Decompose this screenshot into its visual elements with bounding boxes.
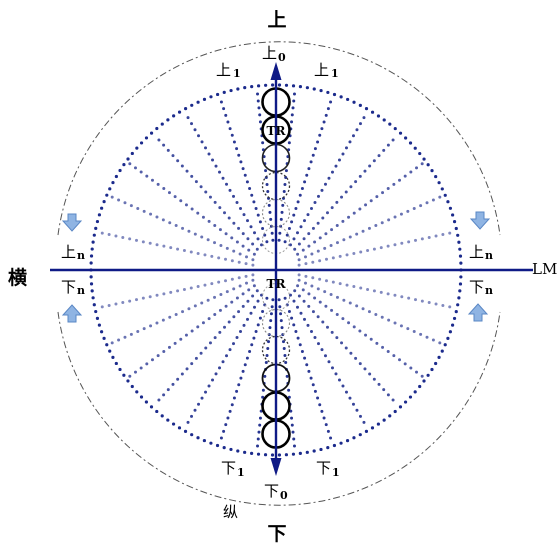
radial-spoke [283,296,334,444]
axes [50,62,533,476]
label-left: 横 [8,266,28,289]
radial-spoke [153,289,259,406]
radial-spoke [296,162,424,256]
radial-spoke [293,289,399,406]
radial-spoke [184,111,263,247]
radial-spokes [97,88,455,452]
radial-spoke [297,230,455,267]
label-right: LM [532,260,557,278]
radial-spoke [297,278,443,346]
label-bottom-left-one: 下1 [221,459,245,479]
tr-label-top: TR [267,124,287,138]
radial-spoke [109,278,255,346]
radial-spoke [297,194,443,262]
outer-arc-lower [57,311,501,506]
label-vertical-axis: 纵 [223,503,238,521]
radial-spoke [128,284,256,378]
label-bottom-zero: 下0 [264,482,288,502]
label-top: 上 [267,9,286,31]
label-bottom-right-one: 下1 [316,459,340,479]
radial-spoke [97,273,255,310]
radial-spoke [128,162,256,256]
radial-spoke [184,293,263,429]
label-right-upper-n: 上n [469,243,493,262]
axis-arrow-down-icon [270,458,282,476]
label-left-lower-n: 下n [61,278,85,297]
radial-spoke [218,96,269,244]
arrow-up-icon [467,303,489,322]
radial-spoke [289,111,368,247]
circle-stack [261,87,291,449]
label-right-lower-n: 下n [469,278,493,297]
radial-spoke [277,298,297,452]
axis-arrow-up-icon [270,62,282,80]
arrow-up-icon [61,304,83,323]
radial-spoke [218,296,269,444]
label-left-upper-n: 上n [61,243,85,262]
radial-spoke [97,230,255,267]
radial-spoke [255,298,275,452]
radial-spoke [153,134,259,251]
arrow-down-icon [61,213,83,232]
radial-spoke [289,293,368,429]
radial-spoke [109,194,255,262]
block-arrows [61,211,491,323]
tr-label-center: TR [267,277,287,291]
label-top-zero: 上0 [262,44,286,64]
radial-spoke [283,96,334,244]
radial-spoke [296,284,424,378]
outer-arc-group [57,41,501,506]
arrow-down-icon [469,211,491,230]
label-bottom: 下 [267,523,286,545]
outer-arc-upper [57,41,501,236]
radial-spoke [297,273,455,310]
radial-spoke [293,134,399,251]
